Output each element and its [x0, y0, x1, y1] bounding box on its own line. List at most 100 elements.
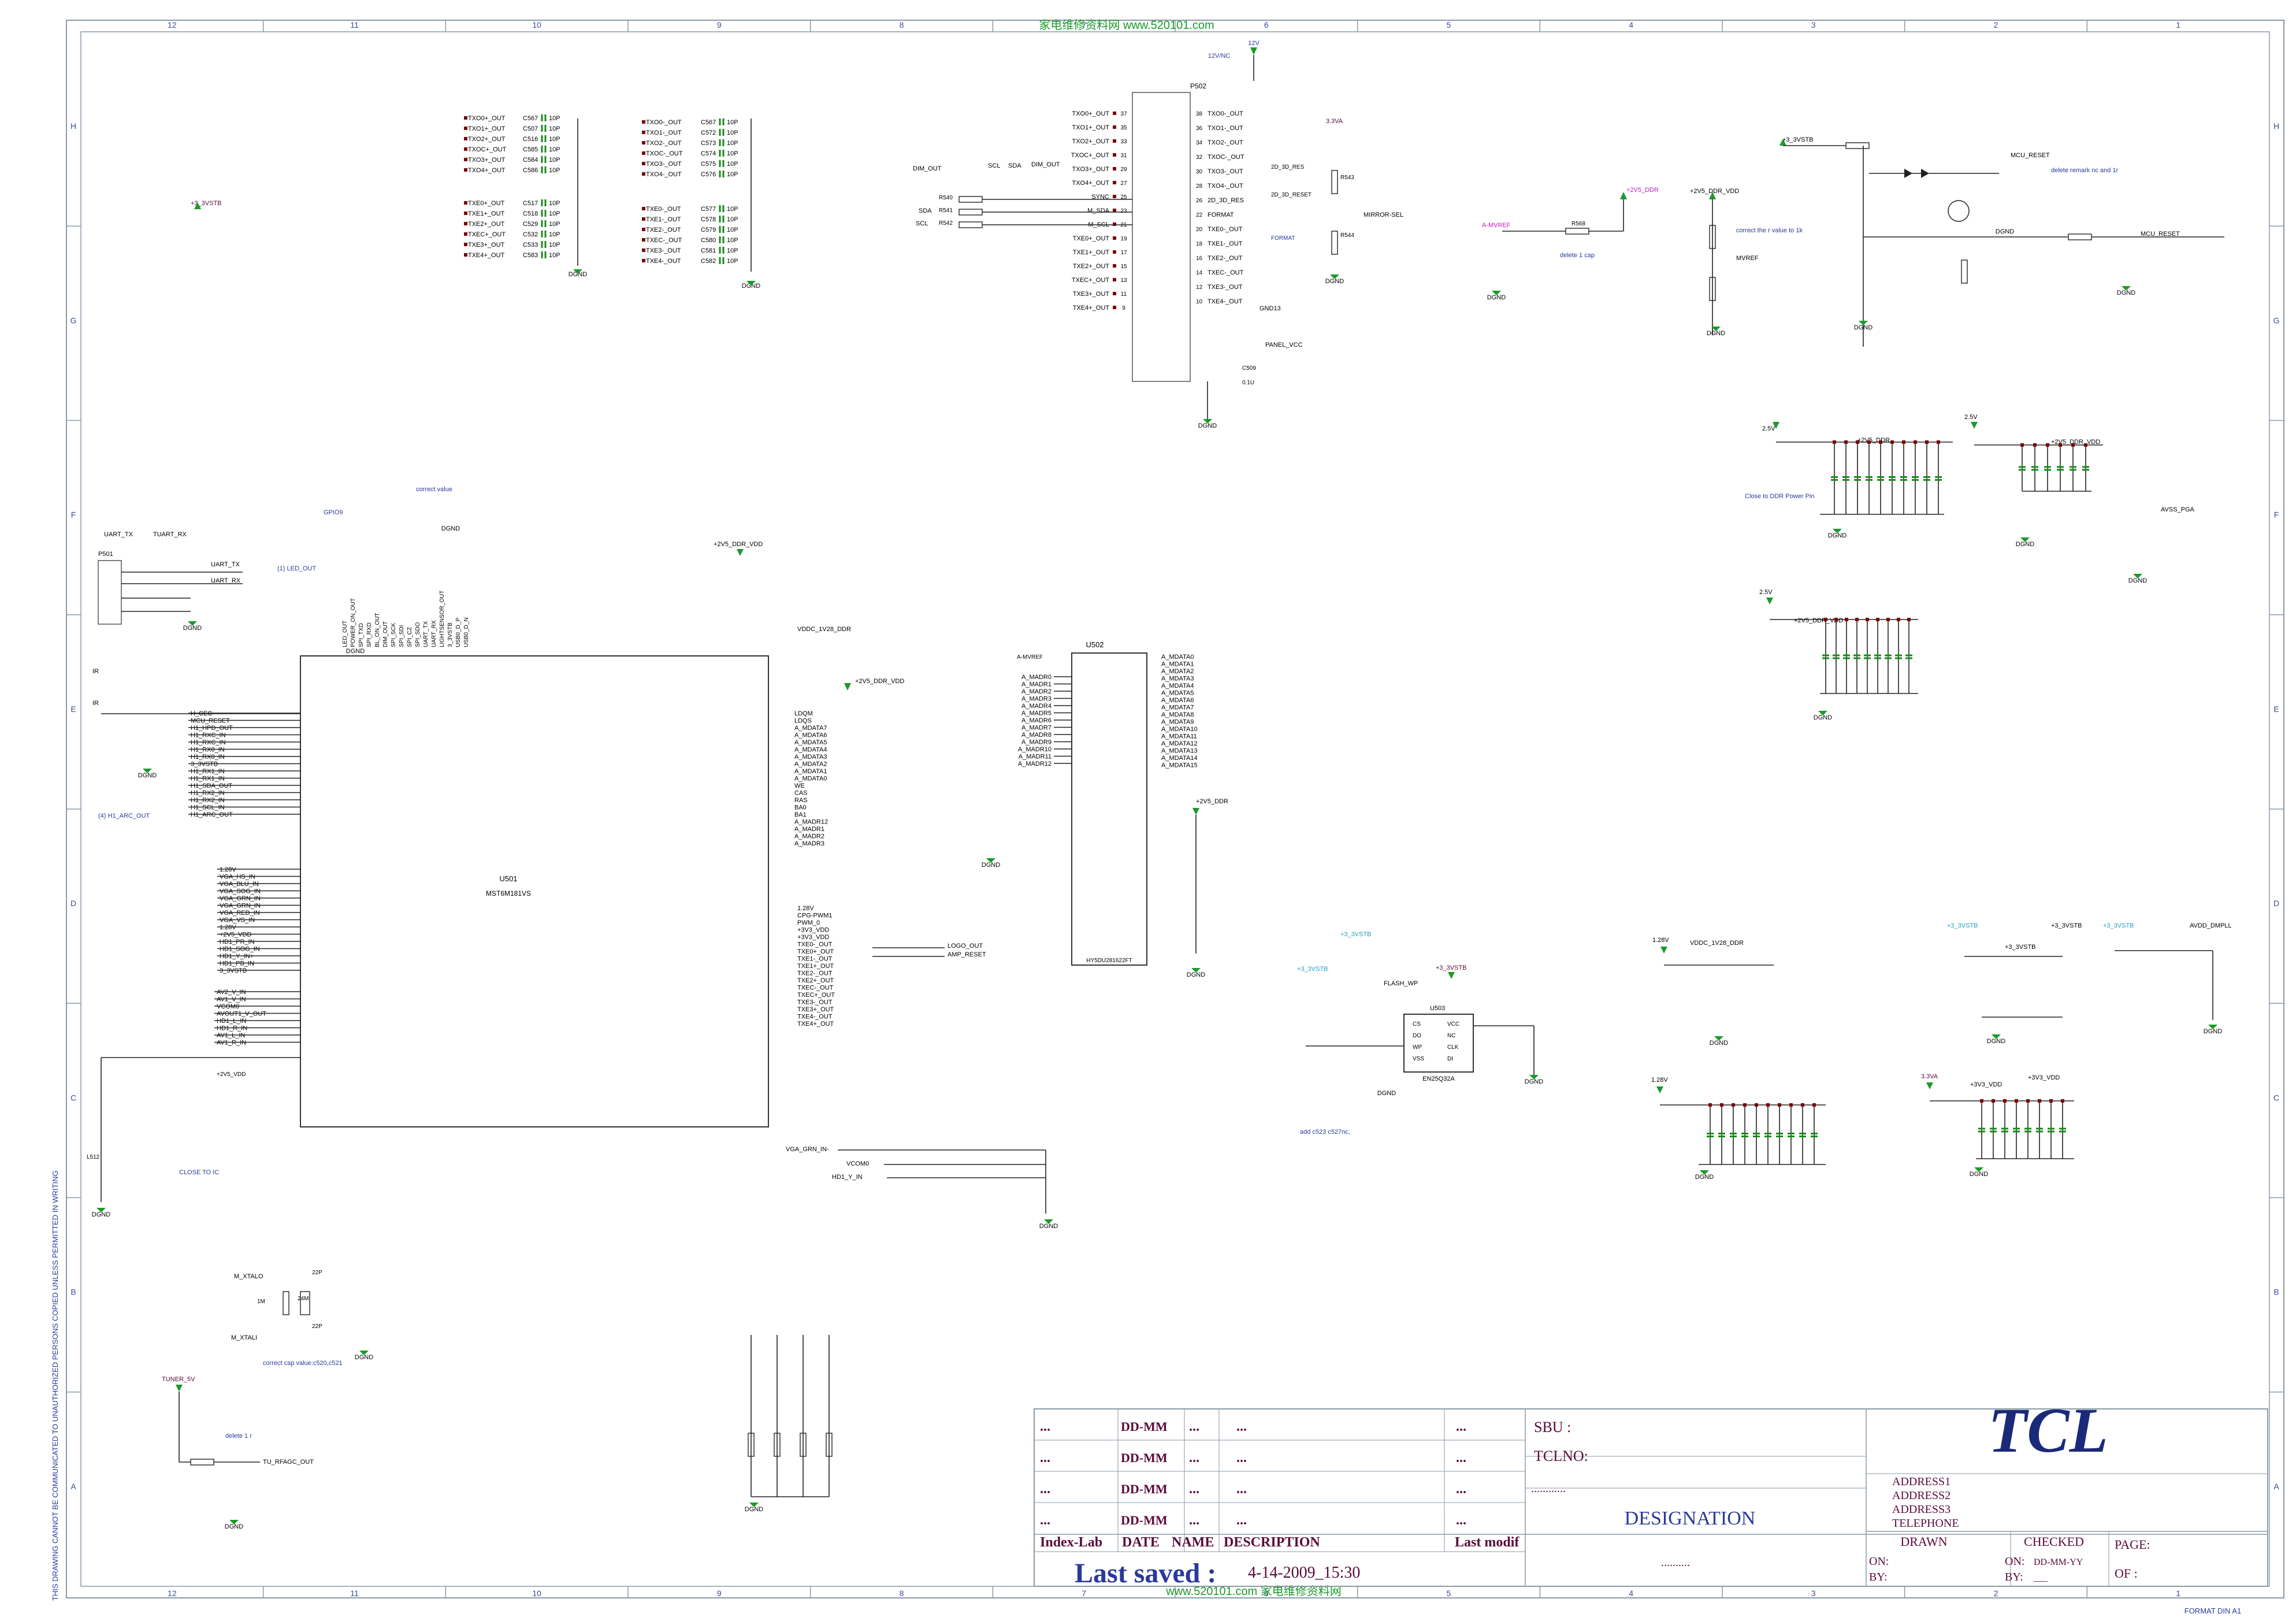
pin-net-label: A_MDATA10 [1161, 726, 1198, 733]
row-marker-left: D [70, 899, 76, 908]
tb-by2: BY: [2005, 1571, 2023, 1583]
tb-address-line: ADDRESS1 [1892, 1475, 1951, 1488]
cap-pin [464, 212, 467, 215]
net-tu-rfagc: TU_RFAGC_OUT [263, 1459, 314, 1466]
net-uart-tx: UART_TX [104, 531, 133, 538]
net-scl: SCL [916, 220, 928, 227]
pin-net-label: HD1_PR_IN [220, 939, 255, 945]
decap-pin [2061, 1099, 2064, 1103]
cap-value: 10P [727, 140, 738, 147]
pin-net-label: H1_RX0_IN [191, 747, 225, 754]
decap-pin [2059, 443, 2062, 447]
net-vddc-1v28: VDDC_1V28_DDR [1690, 940, 1744, 947]
pin-net-label: A_MDATA4 [1161, 682, 1194, 689]
net-2v5-b: 2.5V [1964, 414, 1978, 421]
tb-designation-dots: .......... [1661, 1556, 1690, 1569]
tb-row-name: ... [1189, 1451, 1199, 1466]
cap-net-label: TXE3-_OUT [646, 247, 681, 254]
u501-top-pin-label: SPI_SCK [391, 622, 397, 647]
pin-net-label: WE [794, 782, 805, 789]
decap-pin [1902, 440, 1905, 444]
cap-net-label: TXE4+_OUT [468, 252, 505, 259]
cap-ref: C575 [701, 161, 716, 168]
pin-net-label: AV2_V_IN [217, 989, 246, 996]
p502-right-net: TXE3-_OUT [1208, 284, 1243, 291]
net-2v5-ddr-vdd-mid: +2V5_DDR_VDD [855, 678, 904, 685]
col-marker-top: 10 [532, 20, 541, 29]
note-delete-remark: delete remark nc and 1r [2051, 167, 2119, 174]
cap-pin [642, 248, 645, 252]
net-h1-arc: (4) H1_ARC_OUT [98, 813, 150, 819]
u501-part: MST6M181VS [486, 889, 531, 897]
tb-on2-val: DD-MM-YY [2034, 1557, 2083, 1567]
p502-left-net: TXO1+_OUT [1072, 124, 1110, 131]
decap-pin [1755, 1103, 1758, 1107]
u502-ref: U502 [1086, 640, 1104, 649]
net-3v3va: 3.3VA [1921, 1073, 1938, 1080]
tb-saved-date: 4-14-2009_15:30 [1248, 1564, 1360, 1582]
pwm-resistors: DGND [745, 1335, 833, 1513]
col-marker-bottom: 1 [2176, 1589, 2180, 1598]
p502-left-net: TXE3+_OUT [1073, 291, 1110, 298]
p502-right-pin: 12 [1196, 284, 1203, 291]
pin-net-label: A_MDATA6 [794, 732, 827, 739]
row-marker-right: H [2273, 121, 2279, 131]
cap-value: 10P [549, 221, 560, 228]
cap-net-label: TXE0-_OUT [646, 206, 681, 213]
p502-left-net: TXE0+_OUT [1073, 235, 1110, 242]
pin-net-label: A_MADR3 [794, 840, 824, 847]
net-2v5-ddr-vdd-mv: +2V5_DDR_VDD [1690, 188, 1739, 195]
p502-right-pin: 32 [1196, 154, 1203, 161]
pin-net-label: PWM_0 [797, 919, 820, 926]
cap-value: 10P [549, 231, 560, 238]
row-marker-left: G [70, 316, 77, 325]
pin-net-label: A_MADR0 [1021, 674, 1052, 681]
pin-net-label: A_MADR10 [1018, 746, 1052, 753]
pin-net-label: A_MDATA0 [794, 776, 827, 782]
u501-top-pin-label: LED_OUT [342, 621, 348, 647]
u501-top-pin-label: SPI_SDI [399, 625, 405, 647]
pin-net-label: A_MADR3 [1021, 696, 1052, 703]
pin-net-label: HD1_SOG_IN [220, 946, 260, 953]
dgnd-2v5-ddr-vdd: DGND [2016, 541, 2034, 548]
pin-net-label: A_MADR6 [1021, 717, 1052, 724]
pin-net-label: A_MDATA4 [794, 747, 827, 754]
tb-header: Last modif [1455, 1535, 1519, 1550]
col-marker-bottom: 3 [1811, 1589, 1816, 1598]
decap-pin [2071, 443, 2075, 447]
p502-right-pin: 14 [1196, 270, 1203, 276]
cap-value: 10P [727, 129, 738, 136]
net-flash-wp: FLASH_WP [1384, 980, 1418, 987]
decap-pin [1720, 1103, 1723, 1107]
p502-left-pin: 23 [1120, 208, 1127, 214]
col-marker-bottom: 5 [1447, 1589, 1451, 1598]
col-marker-bottom: 7 [1082, 1589, 1086, 1598]
net-12v-nc: 12V/NC [1208, 53, 1231, 60]
p502-left-net: TXO2+_OUT [1072, 138, 1110, 145]
power-2v5-ddr: 2.5V +2V5_DDR Close to DDR Power Pin DGN… [1745, 422, 1953, 539]
dgnd-u501-top: DGND [346, 648, 365, 655]
dgnd-flash: DGND [1525, 1078, 1543, 1085]
pin-net-label: A_MDATA7 [794, 725, 827, 732]
cap-value: 10P [549, 136, 560, 143]
pin-net-label: A_MDATA5 [1161, 690, 1194, 697]
net-1v28-a: 1.28V [1652, 937, 1669, 944]
p502-right-net: TXEC-_OUT [1208, 269, 1244, 276]
row-marker-right: E [2273, 704, 2279, 714]
pin-net-label: TXE2-_OUT [797, 970, 833, 977]
dgnd-u502-r: DGND [1187, 971, 1205, 978]
tuner-group: TUNER_5V TU_RFAGC_OUT delete 1 r DGND [162, 1376, 314, 1530]
pin-net-label: A_MDATA8 [1161, 711, 1194, 718]
p502-right-pin: 36 [1196, 125, 1203, 132]
cap-value: 10P [549, 125, 560, 132]
cap-pin [464, 222, 467, 225]
cap-net-label: TXE0+_OUT [468, 200, 505, 207]
pin-net-label: A_MDATA13 [1161, 748, 1198, 755]
cap-value: 10P [727, 171, 738, 178]
p502-pin-dot [1113, 278, 1116, 281]
cap-ref: C532 [523, 231, 538, 238]
p502-left-pin: 15 [1120, 264, 1127, 270]
p502-pin-dot [1113, 292, 1116, 295]
pin-net-label: TXE3-_OUT [797, 999, 833, 1006]
